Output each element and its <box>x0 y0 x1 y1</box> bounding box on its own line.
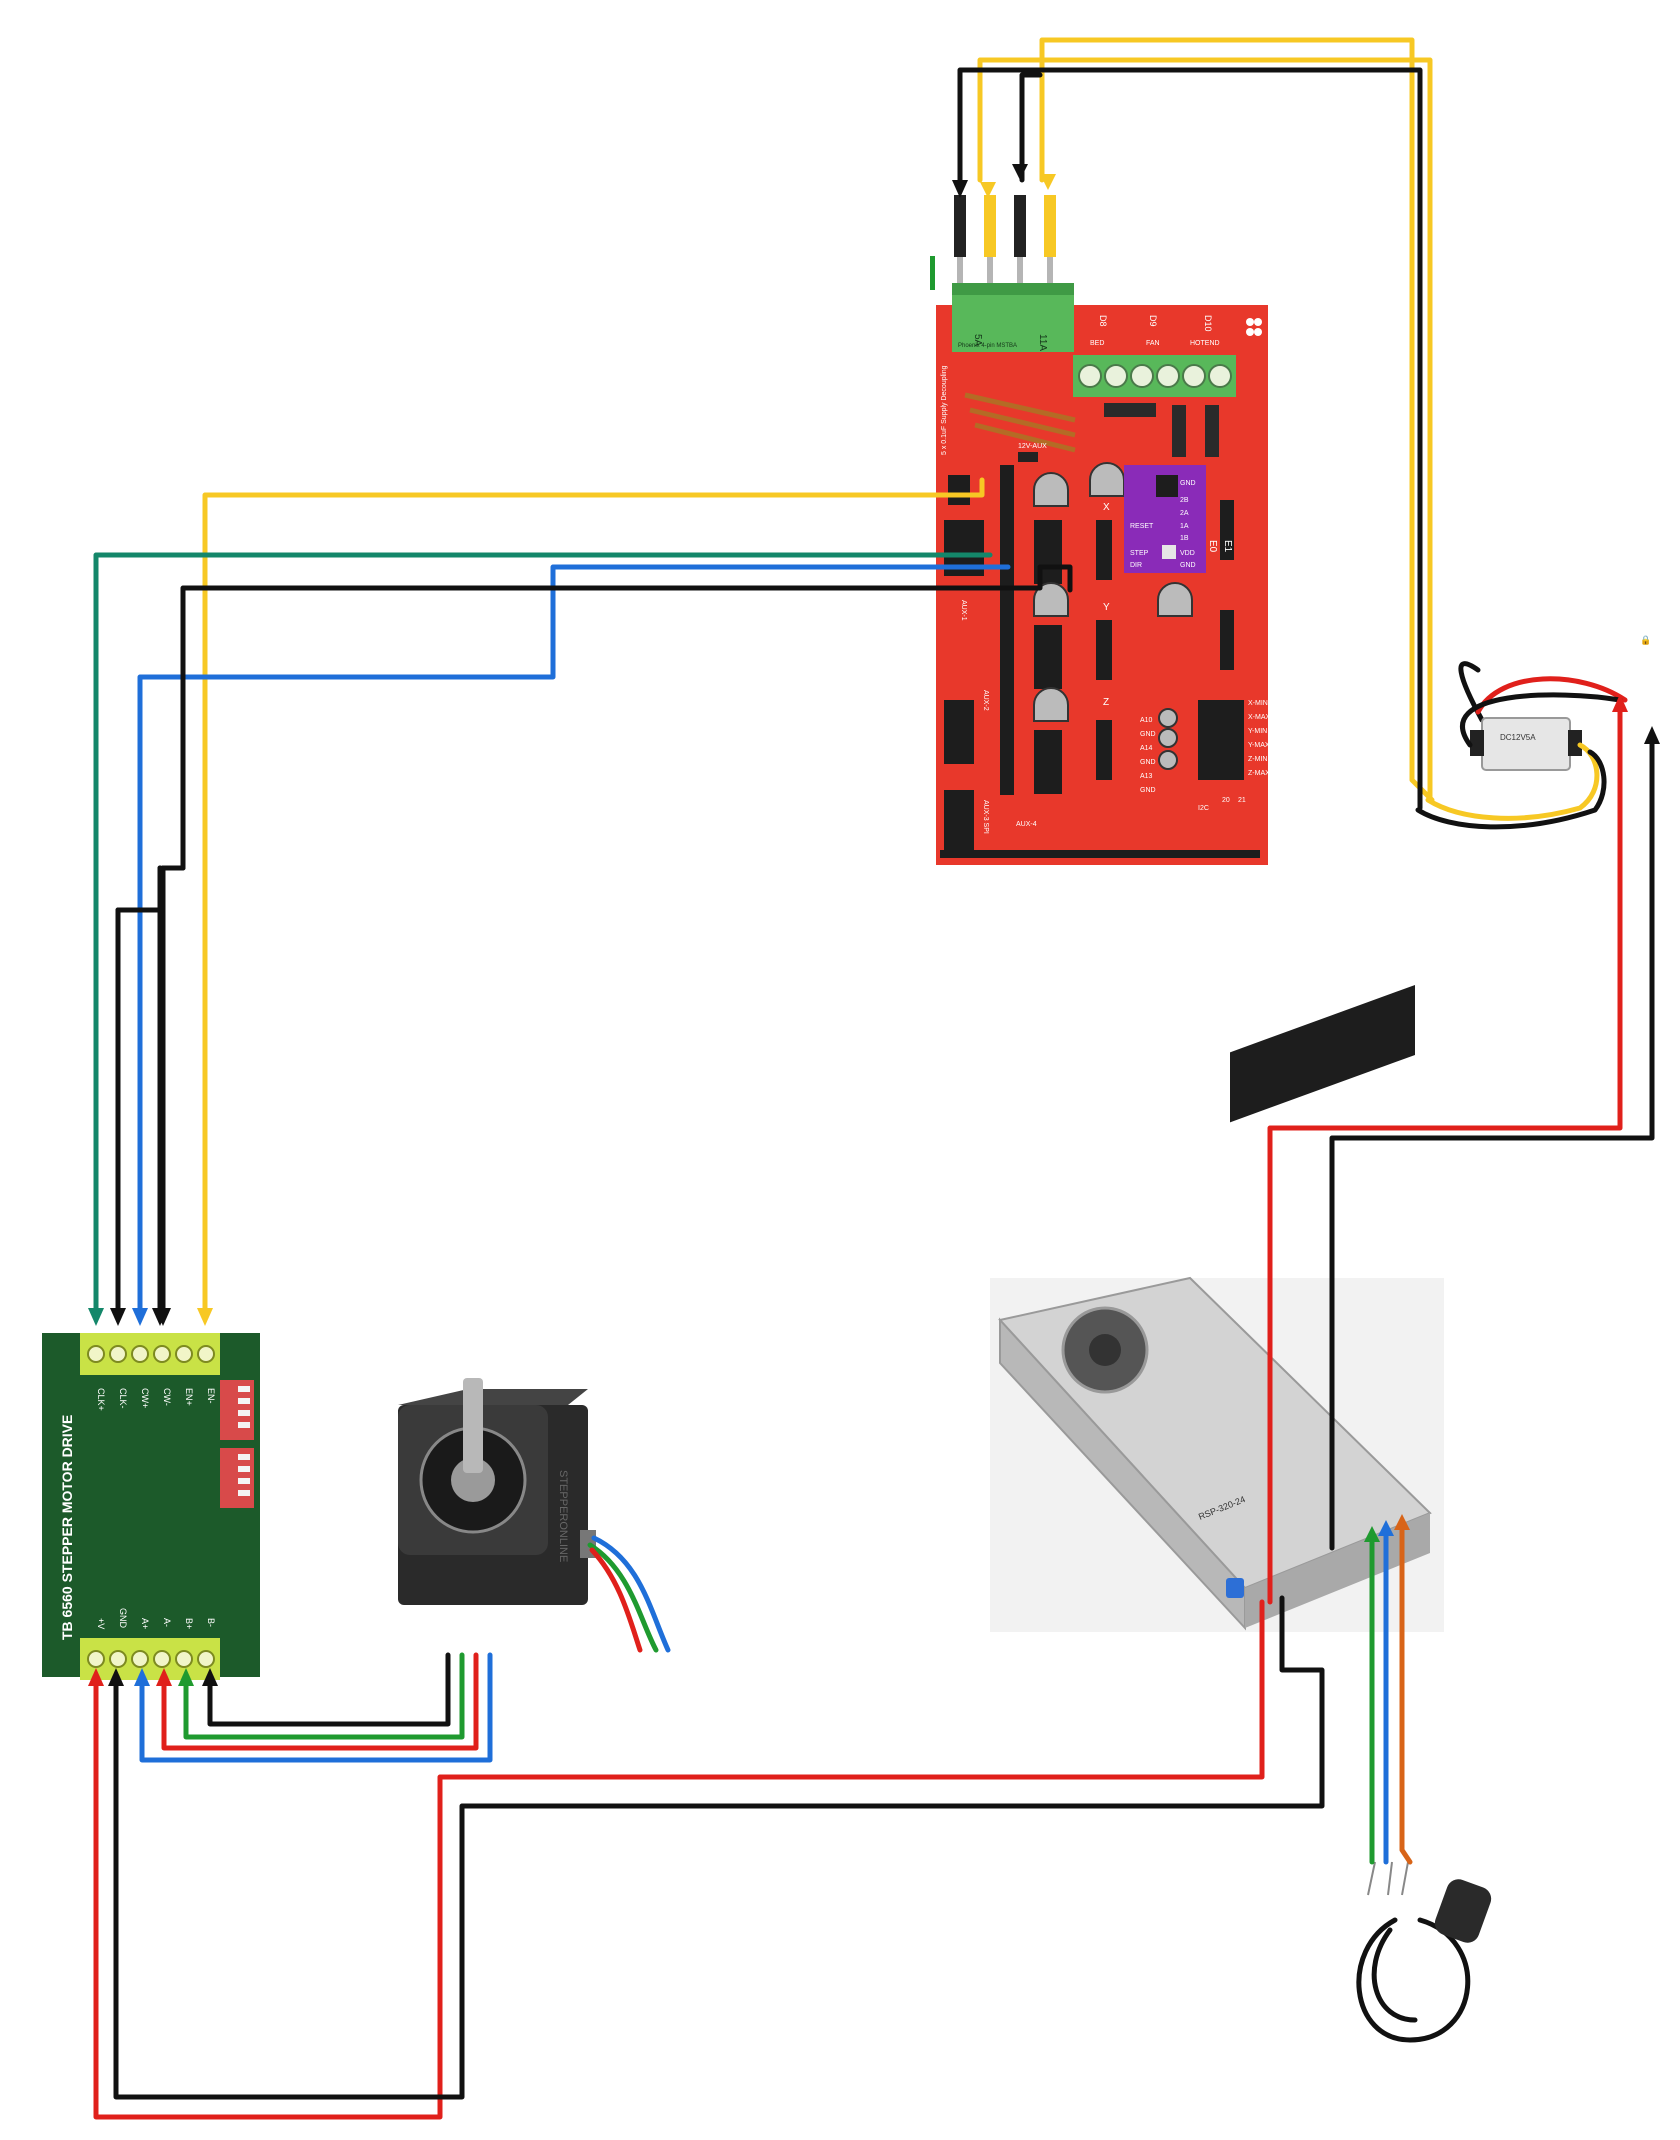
aux-12v: 12V-AUX <box>1018 443 1047 450</box>
converter-label: DC12V5A <box>1500 733 1536 742</box>
lock-icon: 🔒 <box>1640 635 1651 645</box>
pin-plus-v: +V <box>96 1618 106 1629</box>
pin-cw-plus: CW+ <box>140 1388 150 1408</box>
pin-cw-minus: CW- <box>162 1388 172 1406</box>
analog-a10: A10 <box>1140 717 1153 724</box>
wire-blue-motor-a-plus <box>139 1652 493 1763</box>
num-21: 21 <box>1238 797 1246 804</box>
plug-head <box>1434 1879 1492 1943</box>
wire-yellow-en-minus <box>202 477 985 1311</box>
endstop-x-min: X-MIN <box>1248 700 1268 707</box>
terminal-label-5a: 5A <box>972 334 983 347</box>
endstop-y-max: Y-MAX <box>1248 742 1270 749</box>
power-plug <box>1356 1861 1492 2043</box>
wire-yellow-power-1 <box>977 57 1433 803</box>
stepper-motor: STEPPERONLINE <box>398 1378 671 1653</box>
pin-dir: DIR <box>1130 562 1142 569</box>
analog-a14: A14 <box>1140 745 1153 752</box>
motor-shaft <box>463 1378 483 1473</box>
ramps-board: 5A 11A Phoenix 4-pin MSTBA D8 D9 D10 BED… <box>930 256 1271 865</box>
pin-gnd: GND <box>118 1608 128 1629</box>
endstop-y-min: Y-MIN <box>1248 728 1267 735</box>
axis-z: Z <box>1103 697 1109 708</box>
power-supply: RSP-320-24 <box>990 984 1444 1632</box>
pin-a-minus: A- <box>162 1618 172 1627</box>
aux-i2c: I2C <box>1198 805 1209 812</box>
num-20: 20 <box>1222 797 1230 804</box>
axis-e0: E0 <box>1207 540 1218 553</box>
axis-e1: E1 <box>1222 540 1233 553</box>
output-d8: D8 <box>1098 315 1108 327</box>
wire-green-motor-b-plus <box>183 1652 465 1740</box>
pin-clk-plus: CLK+ <box>96 1388 106 1411</box>
pin-b-minus: B- <box>206 1618 216 1627</box>
output-d10: D10 <box>1203 315 1213 332</box>
decoupling-text: 5 x 0.1uF Supply Decoupling <box>941 365 948 455</box>
terminal-label-11a: 11A <box>1037 334 1048 351</box>
wire-orange-live <box>1399 1525 1413 1865</box>
terminal-caption: Phoenix 4-pin MSTBA <box>958 343 1017 349</box>
pin-clk-minus: CLK- <box>118 1388 128 1409</box>
pin-gnd-1: GND <box>1180 480 1196 487</box>
output-label-hotend: HOTEND <box>1190 340 1220 347</box>
dc-converter: DC12V5A 🔒 <box>1458 635 1651 771</box>
wire-blue-cw-plus <box>137 564 1011 1311</box>
analog-gnd-1: GND <box>1140 731 1156 738</box>
aux-1: AUX-1 <box>960 600 967 621</box>
pin-step: STEP <box>1130 550 1149 557</box>
green-marker <box>930 256 935 290</box>
wire-red-converter <box>1475 676 1628 715</box>
endstop-z-max: Z-MAX <box>1248 770 1270 777</box>
wires <box>88 37 1660 2120</box>
wire-red-driver-power <box>93 1599 1265 2120</box>
pin-a-plus: A+ <box>140 1618 150 1629</box>
wire-teal-clk-plus <box>93 552 993 1311</box>
axis-x: X <box>1103 502 1110 513</box>
axis-y: Y <box>1103 602 1110 613</box>
pin-en-minus: EN- <box>206 1388 216 1404</box>
pin-1a: 1A <box>1180 523 1189 530</box>
power-terminal-block <box>952 290 1074 352</box>
converter-body <box>1481 717 1571 771</box>
pin-en-plus: EN+ <box>184 1388 194 1406</box>
endstop-x-max: X-MAX <box>1248 714 1271 721</box>
analog-gnd-3: GND <box>1140 787 1156 794</box>
analog-gnd-2: GND <box>1140 759 1156 766</box>
pin-gnd-2: GND <box>1180 562 1196 569</box>
motor-brand: STEPPERONLINE <box>557 1470 569 1562</box>
wire-red-motor-a-minus <box>161 1652 479 1751</box>
pin-2b: 2B <box>1180 497 1189 504</box>
wire-black-motor-b-minus <box>207 1652 451 1727</box>
pin-2a: 2A <box>1180 510 1189 517</box>
wire-black-power-1 <box>957 67 1423 811</box>
aux-4: AUX-4 <box>1016 821 1037 828</box>
aux-2: AUX-2 <box>982 690 989 711</box>
output-d9: D9 <box>1148 315 1158 327</box>
wire-black-power-2 <box>1019 72 1043 183</box>
aux-3: AUX-3 SPI <box>982 800 989 834</box>
output-label-fan: FAN <box>1146 340 1160 347</box>
wire-black-psu-converter <box>1329 739 1655 1551</box>
pin-1b: 1B <box>1180 535 1189 542</box>
driver-title: TB 6560 STEPPER MOTOR DRIVE <box>59 1415 75 1640</box>
wire-yellow-converter <box>1425 742 1600 821</box>
pin-b-plus: B+ <box>184 1618 194 1629</box>
pin-reset: RESET <box>1130 523 1154 530</box>
tb6560-driver: CLK+ CLK- CW+ CW- EN+ EN- +V GND A+ A- B… <box>42 1333 260 1680</box>
pin-vdd: VDD <box>1180 550 1195 557</box>
psu-terminal-strip <box>1230 984 1415 1123</box>
output-label-bed: BED <box>1090 340 1104 347</box>
wire-red-psu-converter <box>1267 707 1623 1605</box>
endstop-z-min: Z-MIN <box>1248 756 1267 763</box>
analog-a13: A13 <box>1140 773 1153 780</box>
wire-black-driver-gnd <box>113 1595 1325 2100</box>
